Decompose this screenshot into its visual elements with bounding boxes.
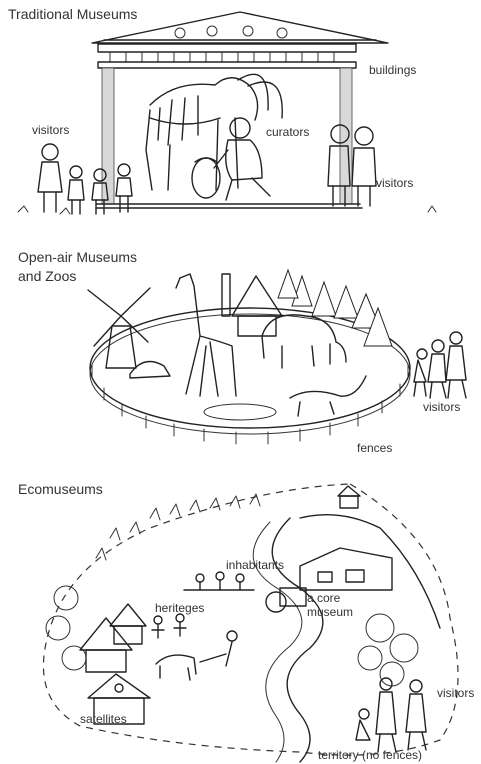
visitors-group-eco	[356, 678, 426, 752]
inhabitants-figures	[184, 572, 254, 590]
curator-figure	[192, 118, 270, 200]
pine-trees	[278, 270, 392, 346]
visitors-label-zoo: visitors	[423, 400, 460, 414]
hut-icon	[232, 276, 282, 336]
ox-plough-icon	[156, 631, 237, 680]
ecomuseums-panel: Ecomuseums	[0, 478, 481, 764]
traditional-museum-illustration	[0, 0, 481, 230]
ecomuseum-illustration	[0, 478, 481, 764]
weasel-icon	[290, 376, 366, 416]
satellites-label: satellites	[80, 712, 127, 726]
forest-hatching	[96, 494, 260, 560]
inhabitants-label: inhabitants	[226, 558, 284, 572]
river	[272, 518, 323, 762]
visitors-group-zoo	[414, 332, 466, 398]
heriteges-label: heriteges	[155, 601, 204, 615]
curators-label: curators	[266, 125, 309, 139]
buildings-label: buildings	[369, 63, 416, 77]
open-air-illustration	[0, 246, 481, 461]
open-air-museums-panel: Open-air Museums and Zoos	[0, 246, 481, 461]
visitors-left-label: visitors	[32, 123, 69, 137]
giraffe-icon	[176, 274, 236, 396]
trees-left	[46, 586, 86, 670]
visitors-label-eco: visitors	[437, 686, 474, 700]
pond-icon	[204, 404, 276, 420]
core-museum-label-line1: a core	[307, 591, 340, 605]
trees-right	[358, 614, 418, 686]
traditional-museums-panel: Traditional Museums	[0, 0, 481, 230]
core-museum-label-line2: museum	[307, 605, 353, 619]
museum-building	[92, 12, 388, 208]
waterwheel-icon	[266, 588, 306, 612]
chimney-icon	[222, 274, 230, 316]
village-houses-icon	[80, 604, 150, 724]
core-museum-building-icon	[300, 548, 392, 590]
territory-label: territory (no fences)	[318, 748, 422, 762]
heritage-figures	[152, 614, 186, 638]
fences-label: fences	[357, 441, 392, 455]
visitors-right-label: visitors	[376, 176, 413, 190]
